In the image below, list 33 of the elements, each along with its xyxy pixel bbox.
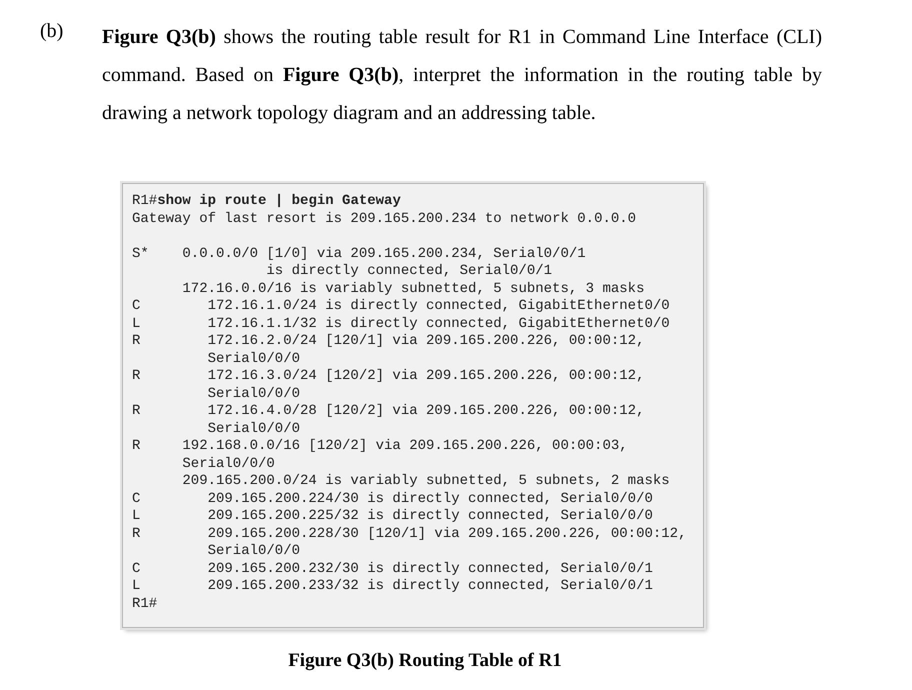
route-code: S* [132,246,149,263]
terminal-line: 0.0.0.0/0 [1/0] via 209.165.200.234, Serial0/0/1 [182,246,586,263]
route-code: R [132,403,140,420]
route-code: C [132,490,140,508]
terminal-line: 172.16.2.0/24 [120/1] via 209.165.200.226, 00:00:12, Serial0/0/0 [208,333,646,368]
terminal-line: 209.165.200.228/30 [120/1] via 209.165.200.226, 00:00:12, Serial0/0/0 [208,526,688,560]
command-prompt: R1#show ip route | begin Gateway [132,193,401,210]
terminal-line: 209.165.200.224/30 is directly connected, Serial0/0/0 [208,490,653,508]
terminal-line: Gateway of last resort is 209.165.200.234 to network 0.0.0.0 [132,210,636,228]
terminal-line: is directly connected, Serial0/0/1 [266,263,552,280]
route-code: L [132,316,140,333]
question-text: Figure Q3(b) shows the routing table result for R1 in Command Line Interface (CLI) command. Based on Figure Q3(b), interpret the information in the routing table by drawing a network topology diagram and an addressing table. [102,25,822,126]
route-code: R [132,368,140,386]
terminal-line: 209.165.200.233/32 is directly connected, Serial0/0/1 [208,578,653,596]
terminal-line: 172.16.1.1/32 is directly connected, GigabitEthernet0/0 [208,316,670,333]
route-code: L [132,578,140,596]
terminal-line: 172.16.4.0/28 [120/2] via 209.165.200.226, 00:00:12, Serial0/0/0 [208,403,646,438]
question-number: (b) [40,20,64,43]
terminal-line: 209.165.200.225/32 is directly connected, Serial0/0/0 [208,508,653,526]
route-code: C [132,560,140,578]
route-code: C [132,298,140,316]
terminal-line: 192.168.0.0/16 [120/2] via 209.165.200.226, 00:00:03, Serial0/0/0 [182,438,629,473]
terminal-line: 172.16.0.0/16 is variably subnetted, 5 subnets, 3 masks [182,280,644,298]
command-prompt: R1# [132,596,158,613]
figure-caption: Figure Q3(b) Routing Table of R1 [287,650,563,672]
terminal-line: 172.16.1.0/24 is directly connected, GigabitEthernet0/0 [208,298,670,316]
route-code: R [132,333,140,350]
terminal-line: 209.165.200.0/24 is variably subnetted, 5 subnets, 2 masks [182,473,670,490]
route-code: R [132,438,140,456]
terminal-line: 172.16.3.0/24 [120/2] via 209.165.200.226, 00:00:12, Serial0/0/0 [208,368,646,403]
route-code: L [132,508,140,526]
terminal-line: 209.165.200.232/30 is directly connected, Serial0/0/1 [208,560,653,578]
route-code: R [132,526,140,543]
